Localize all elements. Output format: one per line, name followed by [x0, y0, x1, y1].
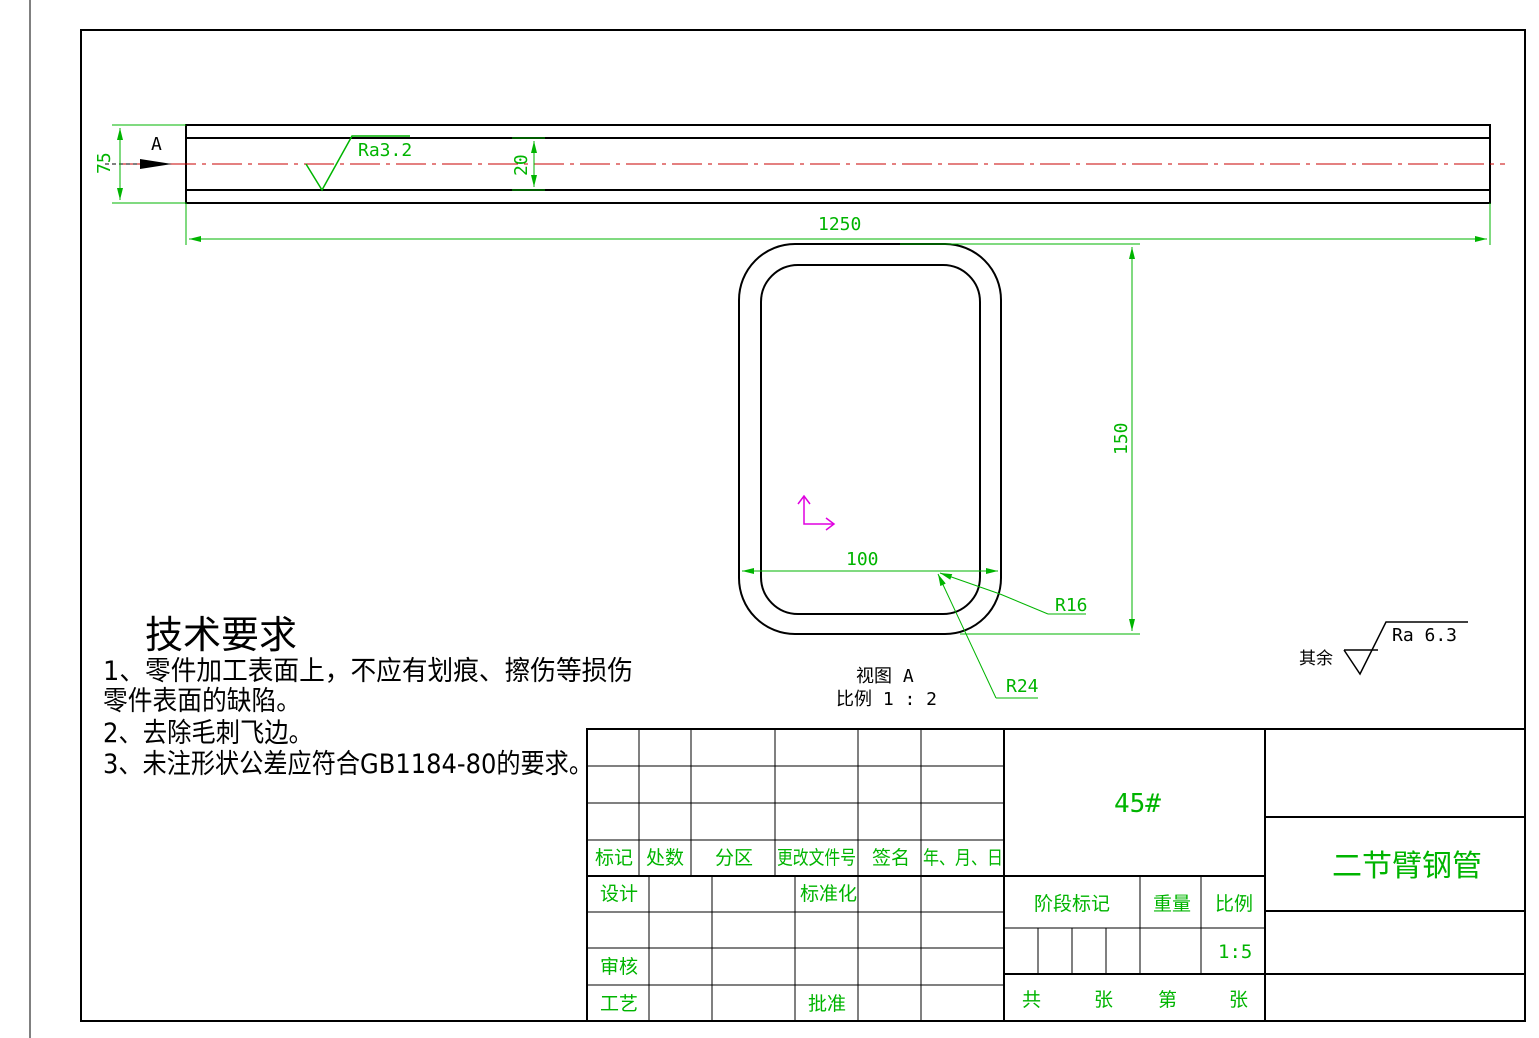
section-outer-profile [738, 243, 1002, 635]
tb-sheets-total: 共 [1022, 989, 1041, 1011]
tech-req-title: 技术要求 [145, 613, 297, 657]
tb-sheets-unit-2: 张 [1229, 989, 1248, 1011]
drawing-border [80, 29, 1526, 1022]
tb-standardization: 标准化 [800, 883, 857, 905]
dim-20-text: 20 [511, 154, 532, 176]
tech-req-line-4: 3、未注形状公差应符合GB1184-80的要求。 [103, 749, 593, 780]
view-a-label: A [151, 134, 162, 155]
tech-req-line-1: 1、零件加工表面上，不应有划痕、擦伤等损伤 [103, 656, 633, 687]
tb-header-signature: 签名 [872, 847, 910, 869]
tb-stage-mark: 阶段标记 [1034, 893, 1110, 915]
dim-100-text: 100 [846, 549, 879, 570]
title-block [586, 728, 1526, 1022]
tb-part-name: 二节臂钢管 [1332, 849, 1482, 884]
tb-sheet-no: 第 [1158, 989, 1177, 1011]
dim-20: 20 [511, 137, 545, 191]
tech-req-line-2: 零件表面的缺陷。 [103, 686, 301, 717]
tb-header-change-doc: 更改文件号 [777, 847, 856, 869]
dim-150-text: 150 [1111, 422, 1132, 455]
tb-weight: 重量 [1153, 893, 1191, 915]
tb-header-count: 处数 [646, 847, 684, 869]
view-caption: 视图 A [856, 666, 914, 687]
roughness-symbol-ra32: Ra3.2 [305, 135, 412, 192]
dim-75: 75 [94, 124, 186, 204]
tb-material: 45# [1114, 789, 1161, 819]
tb-review: 审核 [600, 956, 638, 978]
tb-design: 设计 [600, 883, 638, 905]
tube-top-view [120, 124, 1505, 204]
dim-1250: 1250 [185, 203, 1491, 245]
roughness-rest-value: Ra 6.3 [1392, 625, 1457, 646]
roughness-rest-prefix: 其余 [1299, 649, 1333, 669]
technical-requirements: 技术要求 1、零件加工表面上，不应有划痕、擦伤等损伤 零件表面的缺陷。 2、去除… [103, 613, 633, 780]
tb-header-date: 年、月、日 [923, 847, 1003, 869]
tube-section-view [738, 243, 1002, 635]
section-inner-profile [760, 264, 981, 615]
tb-process: 工艺 [600, 993, 638, 1015]
title-block-texts: 标记 处数 分区 更改文件号 签名 年、月、日 设计 标准化 审核 工艺 批准 … [595, 789, 1482, 1015]
tb-scale-label: 比例 [1215, 893, 1253, 915]
radius-r16: R16 [939, 572, 1088, 616]
roughness-ra32-text: Ra3.2 [358, 140, 412, 161]
tb-scale-value: 1:5 [1218, 941, 1252, 963]
tb-sheets-unit-1: 张 [1094, 989, 1113, 1011]
radius-r24-text: R24 [1006, 676, 1039, 697]
tb-approve: 批准 [808, 993, 846, 1015]
view-scale: 比例 1 : 2 [836, 689, 937, 710]
dim-150: 150 [900, 243, 1140, 635]
radius-r24: R24 [937, 573, 1039, 699]
ucs-icon [797, 494, 836, 531]
roughness-rest: 其余 Ra 6.3 [1299, 621, 1468, 676]
view-a-arrow: A [105, 134, 172, 169]
dim-100: 100 [742, 549, 998, 574]
tech-req-line-3: 2、去除毛刺飞边。 [103, 718, 313, 749]
radius-r16-text: R16 [1055, 595, 1088, 616]
tb-header-zone: 分区 [715, 847, 753, 869]
tb-header-mark: 标记 [595, 847, 633, 869]
dim-1250-text: 1250 [818, 214, 861, 235]
dim-75-text: 75 [94, 152, 115, 174]
